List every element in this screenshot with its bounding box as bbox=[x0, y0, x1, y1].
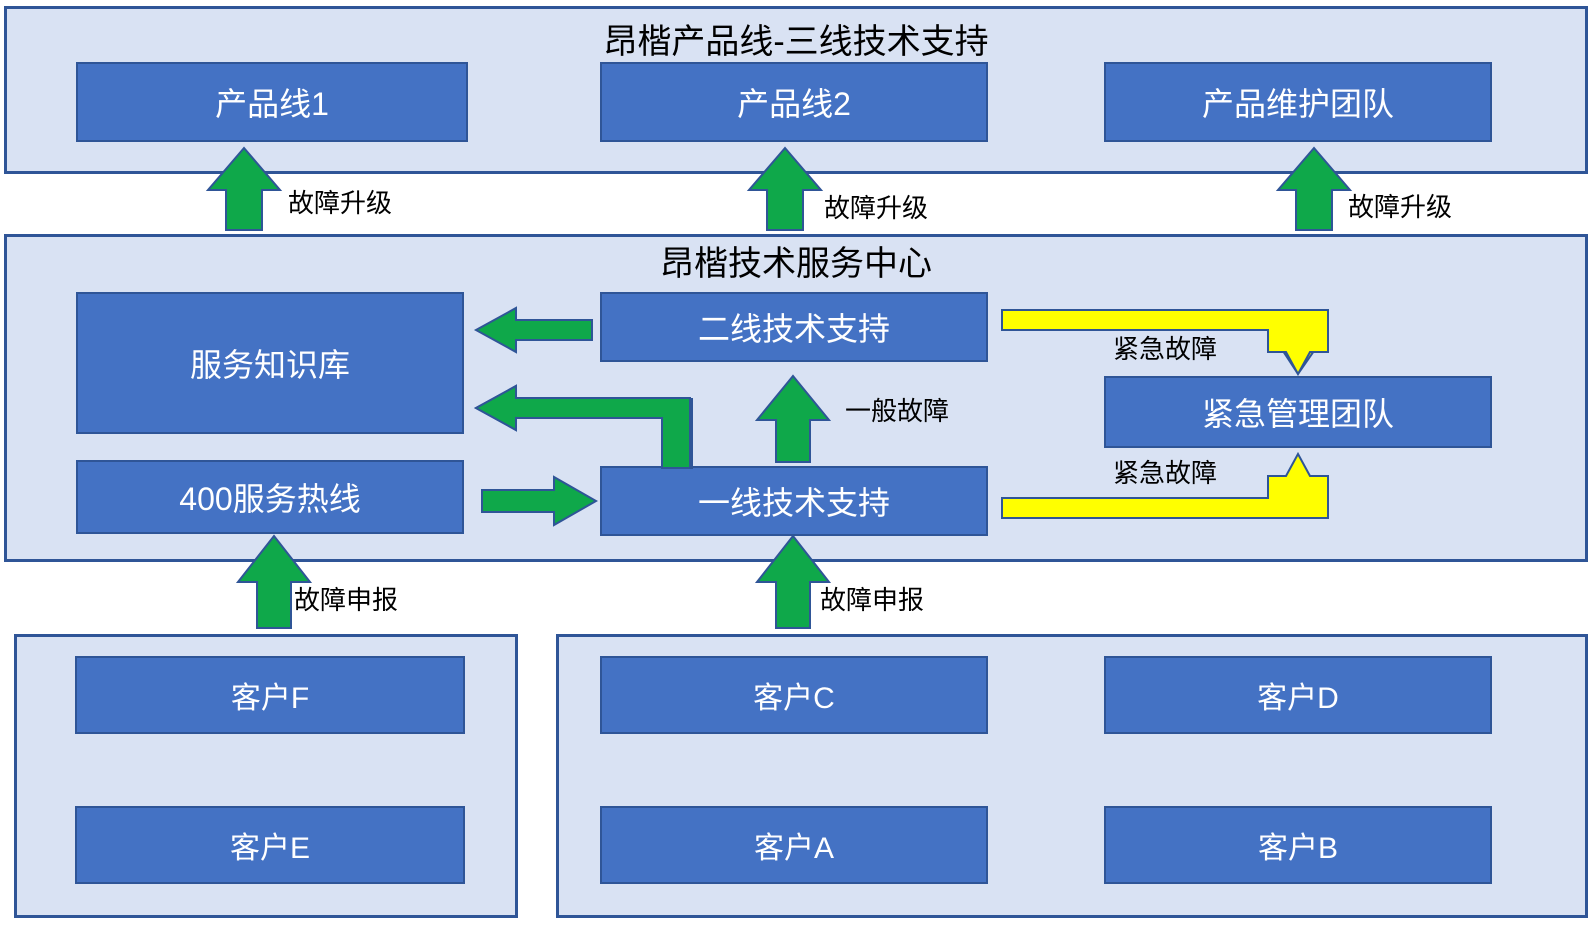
label-urgent-fault-top: 紧急故障 bbox=[1113, 334, 1218, 364]
label-escalation-1: 故障升级 bbox=[288, 188, 393, 218]
label-escalation-2: 故障升级 bbox=[824, 193, 929, 223]
node-customer-a[interactable]: 客户A bbox=[600, 806, 988, 884]
node-product-maintenance-team[interactable]: 产品维护团队 bbox=[1104, 62, 1492, 142]
label-escalation-3: 故障升级 bbox=[1348, 192, 1453, 222]
node-customer-c[interactable]: 客户C bbox=[600, 656, 988, 734]
node-product-line-2[interactable]: 产品线2 bbox=[600, 62, 988, 142]
arrow-escalation-1 bbox=[205, 146, 283, 231]
group-service-center-title: 昂楷技术服务中心 bbox=[660, 245, 932, 283]
node-customer-d[interactable]: 客户D bbox=[1104, 656, 1492, 734]
arrow-second-line-to-kb bbox=[473, 306, 593, 354]
node-service-knowledge-base[interactable]: 服务知识库 bbox=[76, 292, 464, 434]
arrow-escalation-3 bbox=[1275, 146, 1353, 231]
node-first-line-support[interactable]: 一线技术支持 bbox=[600, 466, 988, 536]
node-customer-f[interactable]: 客户F bbox=[75, 656, 465, 734]
label-general-fault: 一般故障 bbox=[845, 396, 950, 426]
arrow-first-line-to-kb bbox=[473, 384, 693, 469]
arrow-fault-report-2 bbox=[754, 534, 832, 629]
node-customer-b[interactable]: 客户B bbox=[1104, 806, 1492, 884]
label-fault-report-2: 故障申报 bbox=[820, 585, 925, 615]
arrow-fault-report-1 bbox=[235, 534, 313, 629]
arrow-urgent-first-to-emergency bbox=[1001, 451, 1329, 519]
arrow-escalation-2 bbox=[746, 146, 824, 231]
node-customer-e[interactable]: 客户E bbox=[75, 806, 465, 884]
arrow-urgent-second-to-emergency bbox=[1001, 309, 1329, 377]
label-fault-report-1: 故障申报 bbox=[294, 585, 399, 615]
label-urgent-fault-bottom: 紧急故障 bbox=[1113, 458, 1218, 488]
arrow-hotline-to-first-line bbox=[481, 475, 599, 527]
node-second-line-support[interactable]: 二线技术支持 bbox=[600, 292, 988, 362]
arrow-first-to-second-line bbox=[754, 374, 832, 463]
node-hotline-400[interactable]: 400服务热线 bbox=[76, 460, 464, 534]
group-product-line-title: 昂楷产品线-三线技术支持 bbox=[603, 23, 989, 61]
node-product-line-1[interactable]: 产品线1 bbox=[76, 62, 468, 142]
node-emergency-management-team[interactable]: 紧急管理团队 bbox=[1104, 376, 1492, 448]
